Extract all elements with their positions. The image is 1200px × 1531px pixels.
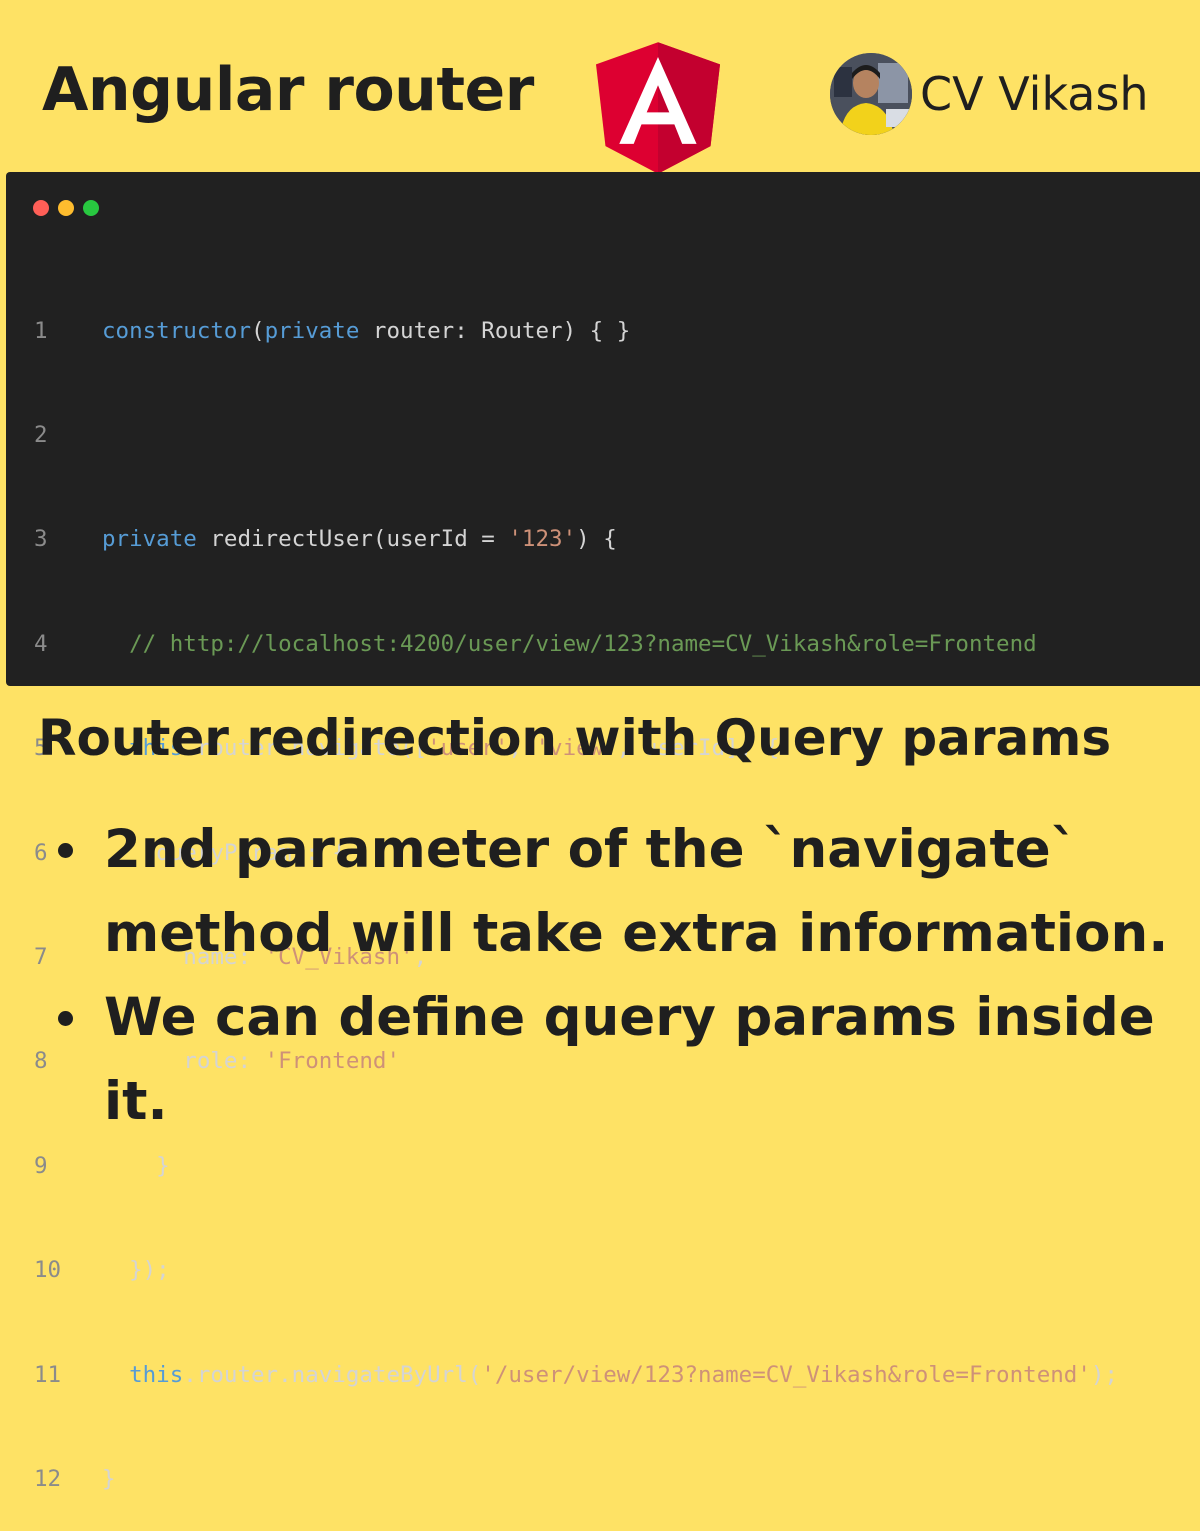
line-number: 9: [34, 1152, 48, 1179]
code-line: 8 role: 'Frontend': [6, 1044, 1118, 1079]
code-line: 1 constructor(private router: Router) { …: [6, 314, 1118, 349]
line-number: 11: [34, 1361, 62, 1388]
code-token: ,: [413, 943, 428, 970]
code-line: 6 queryParams: {: [6, 836, 1118, 871]
code-token: '/user/view/123?name=CV_Vikash&role=Fron…: [481, 1361, 1091, 1388]
bullet-list: 2nd parameter of the `navigate` method w…: [58, 808, 1178, 1144]
author-photo-icon: [830, 53, 912, 135]
code-token: private: [264, 317, 360, 344]
code-token: .router.navigateByUrl(: [183, 1361, 482, 1388]
code-token: '123': [508, 526, 577, 553]
code-token: this: [129, 735, 184, 762]
bullet-icon: [58, 843, 73, 858]
line-number: 8: [34, 1048, 48, 1075]
code-token: constructor: [102, 317, 252, 344]
code-token: (: [251, 317, 265, 344]
close-dot-icon: [33, 200, 49, 216]
code-token: 'CV_Vikash': [264, 943, 414, 970]
list-item-text: 2nd parameter of the `navigate` method w…: [104, 819, 1169, 964]
code-token: }: [102, 1465, 116, 1492]
code-token: );: [1090, 1361, 1118, 1388]
code-line: 12 }: [6, 1462, 1118, 1497]
code-line: 3 private redirectUser(userId = '123') {: [6, 522, 1118, 557]
code-token: 'view': [535, 735, 617, 762]
page-title: Angular router: [42, 55, 534, 125]
line-number: 10: [34, 1257, 62, 1284]
line-number: 12: [34, 1465, 62, 1492]
bullet-icon: [58, 1011, 73, 1026]
line-number: 3: [34, 526, 48, 553]
code-token: [102, 1362, 129, 1388]
code-line: 7 name: 'CV_Vikash',: [6, 940, 1118, 975]
code-token: }: [102, 1152, 170, 1179]
code-window: [6, 172, 1200, 686]
header: Angular router CV Vikash: [0, 0, 1200, 174]
code-token: name:: [102, 943, 265, 970]
code-line: 10 });: [6, 1253, 1118, 1288]
code-line: 4 // http://localhost:4200/user/view/123…: [6, 627, 1118, 662]
code-line: 5 this.router.navigate(['user', 'view', …: [6, 731, 1118, 766]
code-token: ,: [508, 735, 536, 762]
avatar: [830, 53, 912, 135]
code-line: 2: [6, 418, 1118, 453]
line-number: 4: [34, 630, 48, 657]
code-token: this: [129, 1361, 184, 1388]
line-number: 1: [34, 317, 48, 344]
code-token: .router.navigate([: [183, 735, 428, 762]
list-item-text: We can define query params inside it.: [104, 987, 1155, 1132]
code-token: ) {: [576, 526, 617, 553]
code-token: private: [102, 526, 197, 553]
code-line: 9 }: [6, 1149, 1118, 1184]
code-token: redirectUser(userId =: [196, 526, 509, 553]
author-name: CV Vikash: [920, 67, 1149, 121]
line-number: 5: [34, 735, 48, 762]
line-number: 2: [34, 421, 48, 448]
code-token: queryParams: {: [102, 839, 346, 866]
list-item: 2nd parameter of the `navigate` method w…: [58, 808, 1178, 976]
code-token: , userId], {: [616, 735, 780, 762]
line-number: 6: [34, 839, 48, 866]
code-token: 'user': [427, 735, 509, 762]
window-controls: [33, 200, 99, 216]
code-line: 11 this.router.navigateByUrl('/user/view…: [6, 1358, 1118, 1393]
section-heading: Router redirection with Query params: [38, 709, 1112, 767]
code-token: role:: [102, 1048, 265, 1075]
code-token: });: [102, 1257, 170, 1284]
minimize-dot-icon: [58, 200, 74, 216]
code-comment: // http://localhost:4200/user/view/123?n…: [102, 630, 1037, 657]
list-item: We can define query params inside it.: [58, 976, 1178, 1144]
code-token: router: Router) { }: [359, 317, 631, 344]
line-number: 7: [34, 943, 48, 970]
maximize-dot-icon: [83, 200, 99, 216]
author-badge: CV Vikash: [830, 52, 1149, 136]
code-token: 'Frontend': [264, 1048, 401, 1075]
angular-logo-icon: [596, 42, 720, 174]
